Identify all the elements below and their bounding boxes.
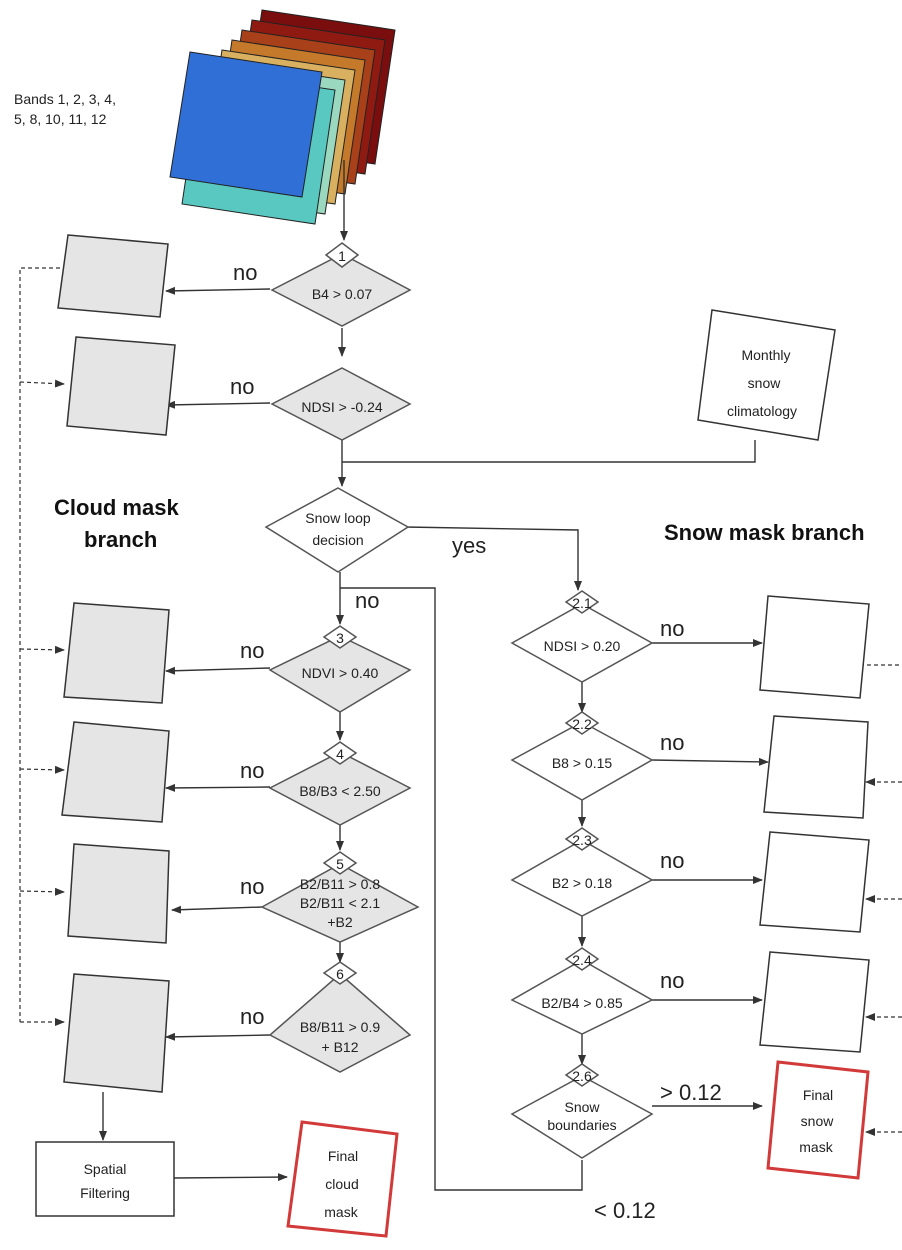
snow-boundaries-number-badge — [564, 1063, 600, 1087]
final-snow-label-3: mask — [799, 1139, 833, 1155]
no-label-4: no — [240, 758, 264, 783]
snow-test-1-condition: NDSI > 0.20 — [544, 638, 621, 654]
no-label-5: no — [240, 874, 264, 899]
cloud-test-6-condition-2: + B12 — [322, 1039, 359, 1055]
yes-label: yes — [452, 533, 486, 558]
cloud-branch-heading-1: Cloud mask — [54, 495, 179, 520]
final-cloud-mask-box — [286, 1120, 399, 1238]
snow-mask-box-2 — [763, 715, 869, 819]
snow-boundaries-number: 2.6 — [572, 1068, 592, 1084]
snow-test-4-number: 2.4 — [572, 952, 592, 968]
cloud-test-3-diamond — [268, 635, 412, 713]
cloud-mask-box-5 — [67, 843, 170, 944]
snow-loop-label-1: Snow loop — [305, 510, 371, 526]
cloud-test-2-condition: NDSI > -0.24 — [301, 399, 383, 415]
climatology-label-2: snow — [748, 375, 782, 391]
cloud-mask-box-4 — [61, 721, 170, 823]
snow-test-1-number: 2.1 — [572, 595, 592, 611]
cloud-test-5-number: 5 — [336, 856, 344, 872]
final-cloud-label-3: mask — [324, 1204, 358, 1220]
cloud-test-6-diamond — [268, 973, 412, 1073]
cloud-test-1-number-badge — [324, 242, 360, 268]
cloud-test-4-number-badge — [322, 741, 358, 765]
snow-test-3-number-badge — [564, 827, 600, 851]
final-cloud-label-1: Final — [328, 1148, 358, 1164]
cloud-test-1-condition: B4 > 0.07 — [312, 286, 373, 302]
band-stack-icon — [169, 9, 396, 225]
final-snow-label-1: Final — [803, 1087, 833, 1103]
cloud-test-4-number: 4 — [336, 746, 344, 762]
cloud-test-6-number: 6 — [336, 966, 344, 982]
spatial-filtering-label-2: Filtering — [80, 1185, 130, 1201]
lt-threshold-label: < 0.12 — [594, 1198, 656, 1223]
snow-mask-box-1 — [759, 595, 870, 699]
cloud-test-5-number-badge — [322, 851, 358, 875]
cloud-test-5-condition-3: +B2 — [327, 914, 353, 930]
no-label-snow-1: no — [660, 616, 684, 641]
cloud-test-6-number-badge — [322, 961, 358, 985]
no-label-1: no — [233, 260, 257, 285]
cloud-test-5-condition-2: B2/B11 < 2.1 — [300, 895, 381, 911]
snow-test-1-diamond — [510, 603, 654, 683]
cloud-test-3-number: 3 — [336, 630, 344, 646]
snow-boundaries-label-2: boundaries — [547, 1117, 616, 1133]
no-label-3: no — [240, 638, 264, 663]
snow-mask-box-4 — [759, 951, 870, 1053]
snow-test-4-diamond — [510, 959, 654, 1035]
final-snow-label-2: snow — [801, 1113, 835, 1129]
cloud-test-3-condition: NDVI > 0.40 — [302, 665, 379, 681]
snow-test-2-number-badge — [564, 711, 600, 735]
cloud-test-2-diamond — [270, 367, 412, 441]
snow-branch-heading: Snow mask branch — [664, 520, 865, 545]
no-label-snow-4: no — [660, 968, 684, 993]
snow-loop-label-2: decision — [312, 532, 363, 548]
snow-test-3-number: 2.3 — [572, 832, 592, 848]
snow-mask-box-3 — [759, 831, 870, 933]
no-label-snow-loop: no — [355, 588, 379, 613]
final-cloud-label-2: cloud — [325, 1176, 358, 1192]
cloud-test-1-diamond — [270, 253, 412, 327]
climatology-label-1: Monthly — [741, 347, 790, 363]
cloud-mask-box-2 — [66, 336, 176, 436]
cloud-test-3-number-badge — [322, 625, 358, 649]
snow-test-3-diamond — [510, 839, 654, 917]
bands-label-line2: 5, 8, 10, 11, 12 — [14, 111, 107, 127]
cloud-test-4-diamond — [268, 751, 412, 826]
cloud-branch-heading-2: branch — [84, 527, 157, 552]
no-label-snow-3: no — [660, 848, 684, 873]
snow-test-1-number-badge — [564, 590, 600, 614]
snow-test-2-condition: B8 > 0.15 — [552, 755, 613, 771]
no-label-6: no — [240, 1004, 264, 1029]
climatology-label-3: climatology — [727, 403, 797, 419]
spatial-filtering-label-1: Spatial — [84, 1161, 127, 1177]
snow-test-2-number: 2.2 — [572, 716, 592, 732]
snow-loop-decision-diamond — [264, 487, 410, 573]
spatial-filtering-box — [35, 1141, 175, 1217]
cloud-test-5-diamond — [260, 863, 420, 943]
snow-test-2-diamond — [510, 721, 654, 801]
cloud-mask-box-1 — [57, 234, 169, 318]
no-label-2: no — [230, 374, 254, 399]
cloud-test-4-condition: B8/B3 < 2.50 — [299, 783, 381, 799]
climatology-box — [697, 309, 836, 441]
cloud-test-6-condition-1: B8/B11 > 0.9 — [300, 1019, 381, 1035]
cloud-mask-box-3 — [63, 602, 170, 704]
snow-test-3-condition: B2 > 0.18 — [552, 875, 613, 891]
no-label-snow-2: no — [660, 730, 684, 755]
cloud-test-1-number: 1 — [338, 248, 346, 264]
bands-label-line1: Bands 1, 2, 3, 4, — [14, 91, 116, 107]
snow-test-4-number-badge — [564, 947, 600, 971]
cloud-mask-box-6 — [63, 973, 170, 1093]
snow-boundaries-label-1: Snow — [564, 1099, 600, 1115]
final-snow-mask-box — [766, 1060, 870, 1180]
snow-test-4-condition: B2/B4 > 0.85 — [541, 995, 623, 1011]
cloud-test-5-condition-1: B2/B11 > 0.8 — [300, 876, 381, 892]
snow-boundaries-diamond — [510, 1075, 654, 1159]
gt-threshold-label: > 0.12 — [660, 1080, 722, 1105]
